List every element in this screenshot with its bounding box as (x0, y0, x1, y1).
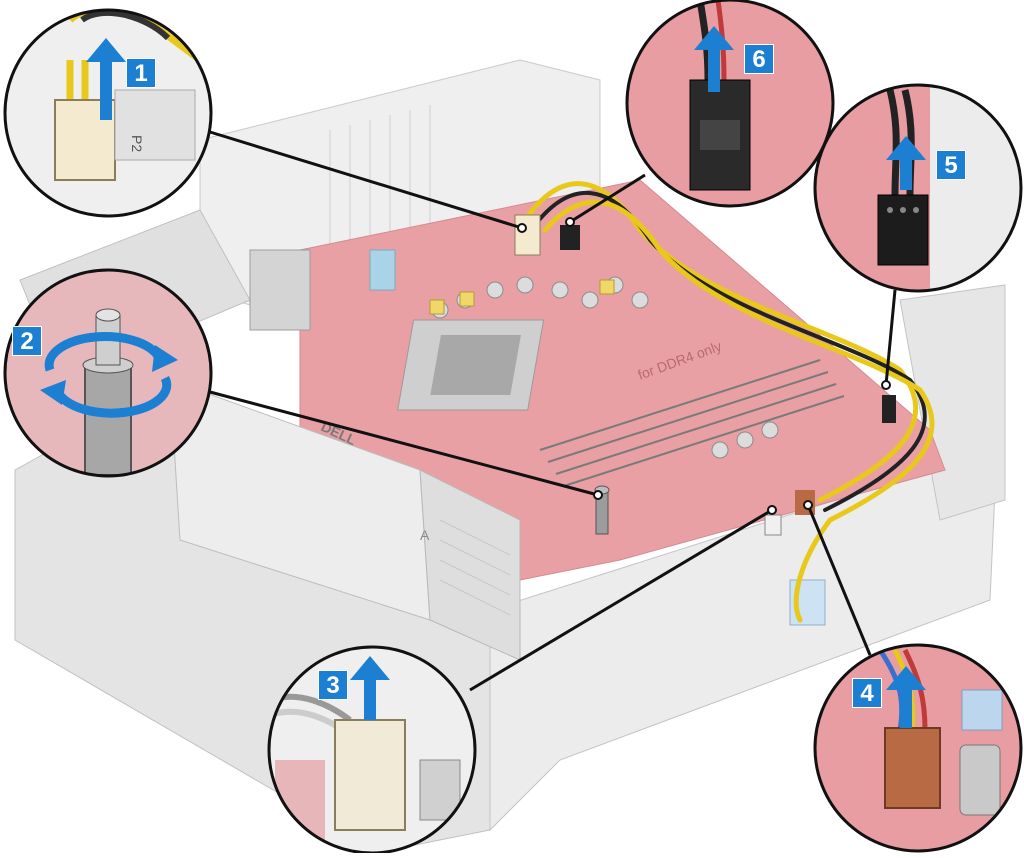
step-badge-6: 6 (744, 44, 774, 74)
sata-power-connector (764, 514, 782, 536)
power-supply-unit: DELL A (169, 379, 521, 661)
step-badge-4: 4 (852, 678, 882, 708)
callout-2-standoff (3, 268, 213, 478)
lift-arrow-icon (694, 26, 734, 92)
memory-slots (539, 359, 845, 487)
power-cables (522, 181, 935, 623)
callout-5-power-switch (813, 83, 1023, 293)
rear-io-ports (249, 249, 311, 331)
slot-mark: A (420, 527, 430, 543)
callout-4-front-panel (813, 643, 1023, 853)
step-badge-5: 5 (936, 150, 966, 180)
step-badge-1: 1 (126, 58, 156, 88)
cpu-power-connector (514, 214, 541, 256)
callout-6-fan (625, 0, 835, 208)
rotate-arrows-icon (44, 332, 172, 418)
lift-arrow-icon (350, 656, 390, 720)
lift-arrow-icon (86, 38, 126, 120)
lift-arrow-icon (886, 136, 926, 190)
power-switch-connector (882, 395, 896, 423)
fan-connector (560, 225, 580, 250)
lift-arrow-icon (886, 666, 926, 728)
callout-lines (209, 130, 897, 692)
step-badge-2: 2 (12, 326, 42, 356)
psu-connector-label: P2 (129, 135, 145, 152)
step-badge-3: 3 (318, 670, 348, 700)
callout-1-cpu-power: P2 (3, 8, 213, 218)
